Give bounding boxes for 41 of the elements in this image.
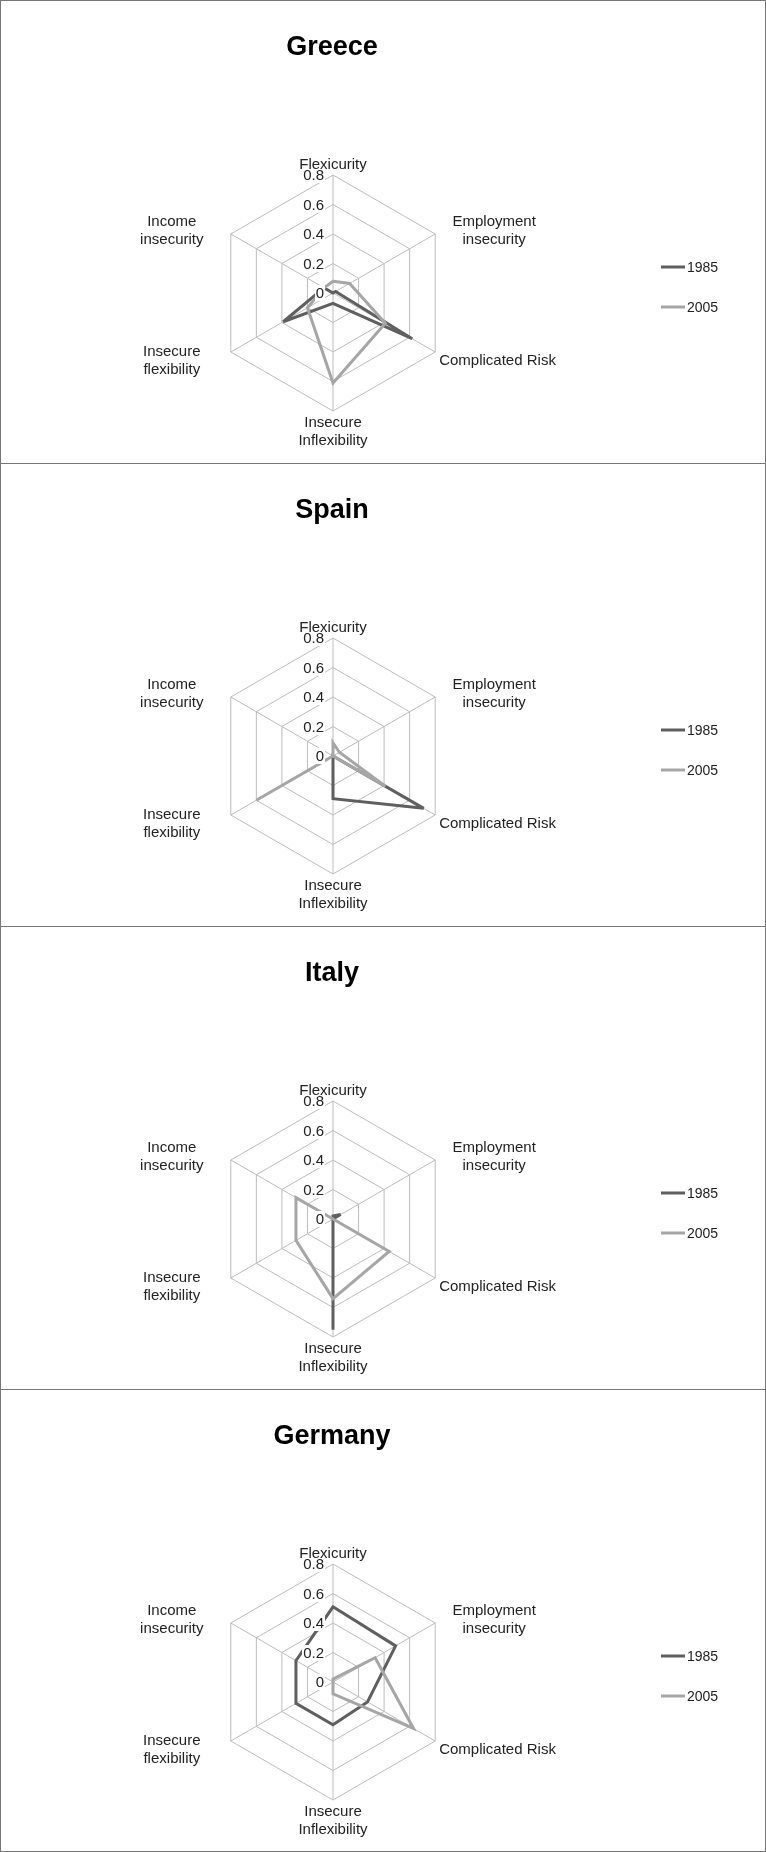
axis-label: Employment insecurity [451,1138,537,1174]
axis-label: Insecure Inflexibility [297,413,369,449]
axis-label: Insecure flexibility [142,342,202,378]
tick-label: 0 [314,1674,325,1690]
axis-label: Complicated Risk [439,1740,556,1758]
axis-label: Insecure Inflexibility [297,1802,369,1838]
chart-title: Greece [285,31,379,62]
axis-label: Insecure Inflexibility [297,876,369,912]
axis-label: Employment insecurity [451,212,537,248]
tick-label: 0.4 [302,689,325,705]
axis-label: Income insecurity [139,212,205,248]
axis-label: Complicated Risk [439,814,556,832]
legend-label: 2005 [687,299,719,315]
chart-title: Italy [304,957,360,988]
axis-label: Complicated Risk [439,351,556,369]
chart-title: Spain [294,494,370,525]
tick-label: 0.4 [302,1152,325,1168]
legend-label: 1985 [687,722,719,738]
axis-label: Insecure flexibility [142,1268,202,1304]
tick-label: 0.4 [302,1615,325,1631]
axis-label: Insecure flexibility [142,1731,202,1767]
legend-label: 2005 [687,1225,719,1241]
tick-label: 0 [314,1211,325,1227]
axis-label: Income insecurity [139,1138,205,1174]
legend-label: 2005 [687,1688,719,1704]
axis-label: Employment insecurity [451,1601,537,1637]
axis-label: Insecure Inflexibility [297,1339,369,1375]
legend-label: 1985 [687,1185,719,1201]
legend-label: 2005 [687,762,719,778]
legend-label: 1985 [687,1648,719,1664]
axis-label: Complicated Risk [439,1277,556,1295]
tick-label: 0 [314,748,325,764]
axis-label: Employment insecurity [451,675,537,711]
axis-label: Insecure flexibility [142,805,202,841]
chart-title: Germany [272,1420,392,1451]
tick-label: 0.2 [302,1644,325,1661]
legend-label: 1985 [687,259,719,275]
axis-label: Income insecurity [139,1601,205,1637]
axis-label: Income insecurity [139,675,205,711]
tick-label: 0 [314,285,325,301]
tick-label: 0.4 [302,226,325,242]
